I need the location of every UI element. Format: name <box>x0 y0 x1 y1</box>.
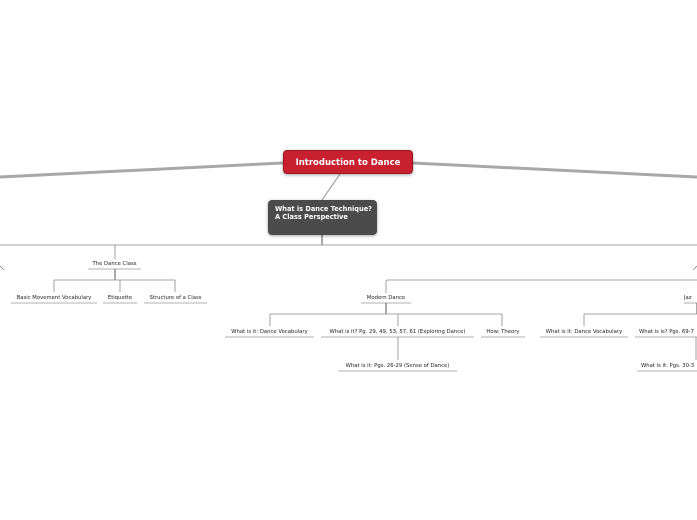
etiquette-topic[interactable]: Etiquette <box>107 295 133 301</box>
modern-bar <box>385 279 697 293</box>
modern-exploring-dance-topic[interactable]: What is it? Pg. 29, 49, 53, 57, 61 (Expl… <box>329 329 466 335</box>
left-edge-tick <box>0 265 5 271</box>
root-connector-right <box>412 161 697 179</box>
modern-dance-topic[interactable]: Modern Dance <box>366 295 406 301</box>
root-connector-left <box>0 161 284 179</box>
jazz-pages-sub-topic[interactable]: What is it: Pgs. 30-3 <box>641 363 695 369</box>
structure-of-a-class-topic[interactable]: Structure of a Class <box>149 295 202 301</box>
root-topic[interactable]: Introduction to Dance <box>283 150 413 174</box>
root-to-main-connector <box>321 173 341 201</box>
jazz-vocabulary-topic[interactable]: What is it: Dance Vocabulary <box>545 329 623 335</box>
modern-vocabulary-topic[interactable]: What is it: Dance Vocabulary <box>231 329 308 335</box>
modern-sense-of-dance-topic[interactable]: What is it: Pgs. 26-29 (Sense of Dance) <box>345 363 450 369</box>
right-edge-tick <box>692 265 697 271</box>
jazz-topic[interactable]: Jaz <box>684 295 692 301</box>
dance-class-topic[interactable]: The Dance Class <box>92 261 137 267</box>
basic-movement-vocabulary-topic[interactable]: Basic Movement Vocabulary <box>16 295 92 301</box>
jazz-pages-topic[interactable]: What is is? Pgs. 69-7 <box>639 329 694 335</box>
main-topic[interactable]: What is Dance Technique? A Class Perspec… <box>268 200 377 235</box>
modern-theory-topic[interactable]: How: Theory <box>486 329 520 335</box>
